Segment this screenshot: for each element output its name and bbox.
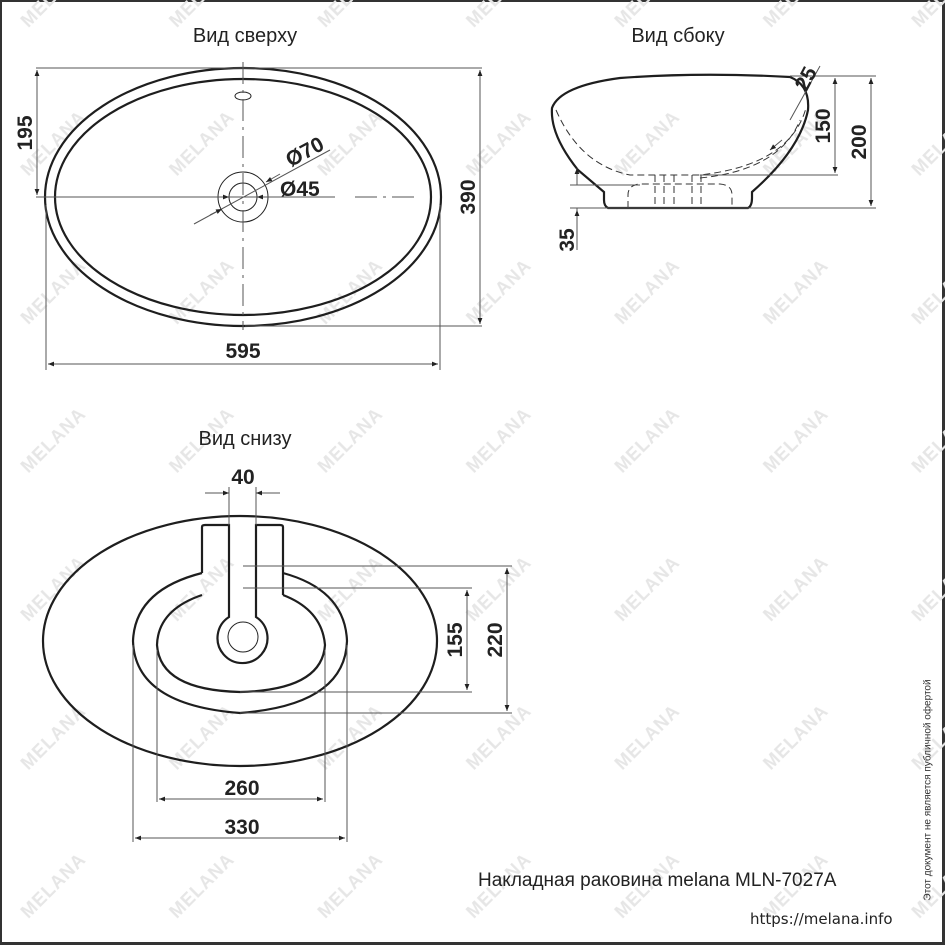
dim-slot-width: 40	[231, 466, 254, 489]
top-view-title: Вид сверху	[193, 25, 297, 47]
dim-inner-width: 260	[224, 777, 259, 800]
side-view-title: Вид сбоку	[631, 25, 724, 47]
dim-base-height: 35	[556, 228, 579, 252]
side-view: Вид сбоку 150 200 35 25	[550, 25, 876, 252]
website-link[interactable]: https://melana.info	[750, 910, 893, 928]
dim-drain-inner: Ø45	[280, 178, 320, 201]
side-profile	[550, 73, 810, 210]
bottom-drain-slot	[200, 523, 285, 665]
dim-width: 390	[457, 179, 480, 214]
dim-length: 595	[225, 340, 260, 363]
dim-outer-depth: 220	[484, 622, 507, 657]
dim-half-width: 195	[14, 115, 37, 150]
side-inner-bowl	[555, 107, 807, 176]
dim-total-height: 200	[848, 124, 871, 159]
dim-inner-depth: 155	[444, 622, 467, 657]
bottom-drain-hole	[227, 621, 259, 653]
bottom-outer-outline	[41, 514, 439, 768]
disclaimer-note: Этот документ не является публичной офер…	[922, 679, 934, 901]
product-caption: Накладная раковина melana MLN-7027A	[478, 870, 837, 891]
dim-outer-width: 330	[224, 816, 259, 839]
bottom-view: Вид снизу 40 155 220 260 330	[41, 428, 512, 842]
dim-bowl-depth: 150	[812, 108, 835, 143]
top-view: Вид сверху 195 390 595 Ø70 Ø45	[14, 25, 483, 370]
bottom-view-title: Вид снизу	[199, 428, 292, 450]
